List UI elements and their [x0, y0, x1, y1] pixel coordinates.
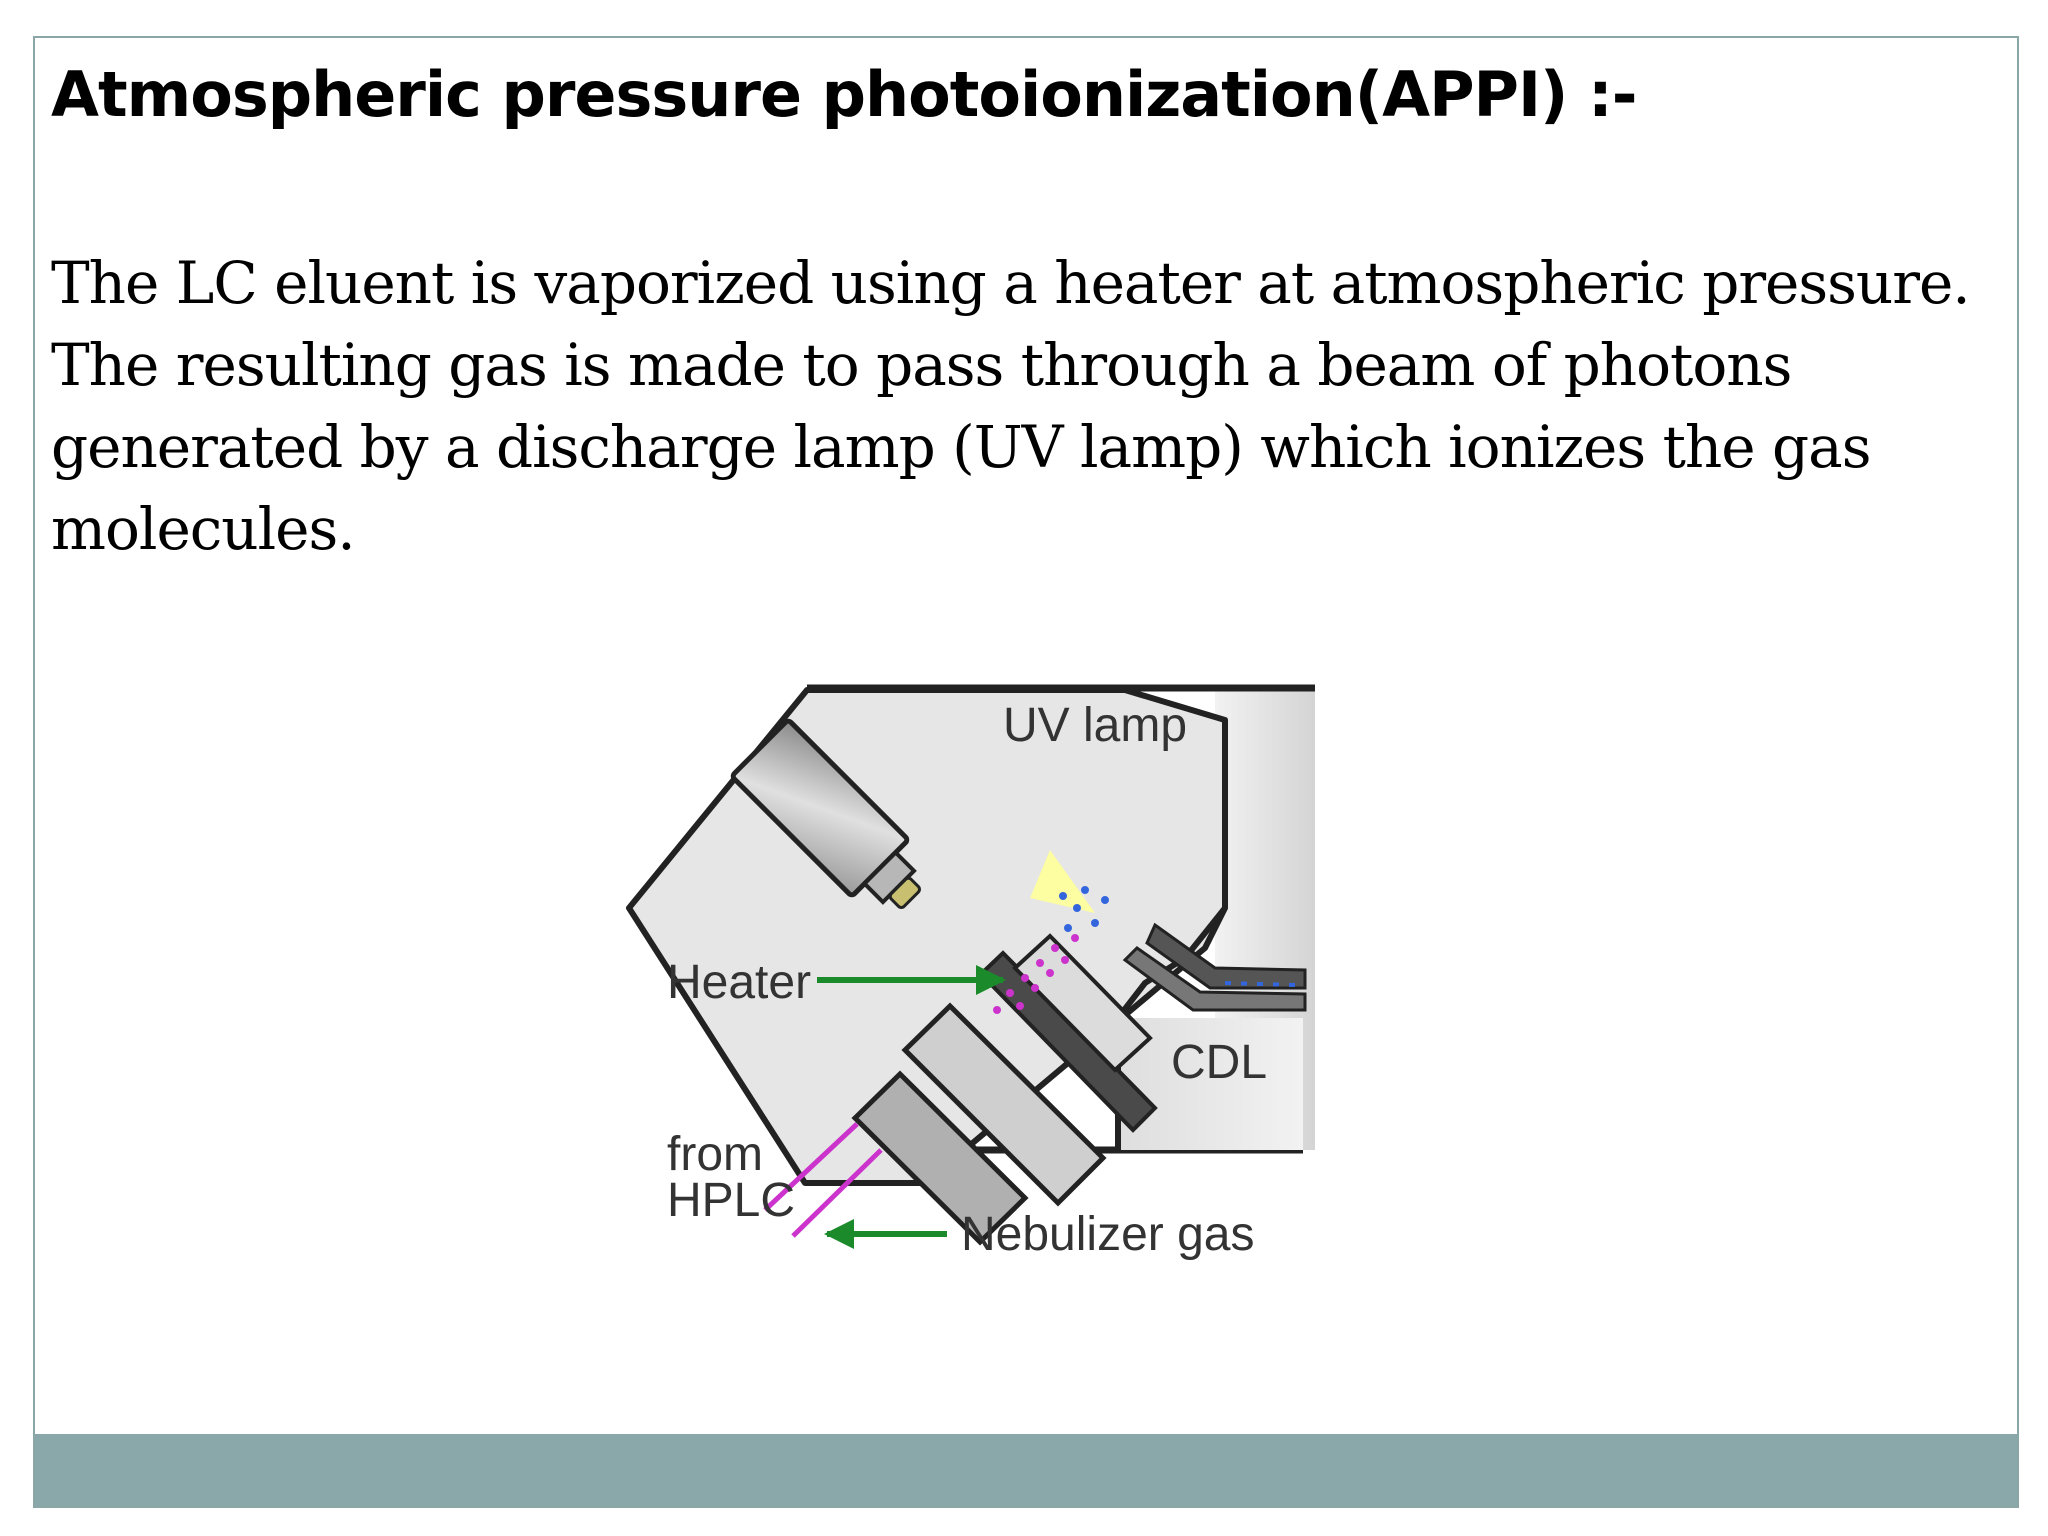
uv-lamp: [730, 718, 921, 909]
slide-body-text: The LC eluent is vaporized using a heate…: [51, 249, 1971, 563]
cdl-capillary: [1145, 922, 1307, 990]
sample-particles: [993, 934, 1079, 1014]
label-from: from: [667, 1128, 763, 1181]
label-uv-lamp: UV lamp: [1003, 699, 1187, 752]
footer-band: [35, 1434, 2017, 1506]
appi-diagram-svg: UV lamp Heater CDL from HPLC Nebulizer g…: [626, 684, 1315, 1261]
slide-frame: Atmospheric pressure photoionization(APP…: [33, 36, 2019, 1508]
label-nebulizer-gas: Nebulizer gas: [961, 1208, 1254, 1261]
label-cdl: CDL: [1171, 1036, 1267, 1089]
ion-dots: [1059, 886, 1109, 932]
heater-probe: [851, 933, 1158, 1246]
label-hplc: HPLC: [667, 1174, 795, 1227]
slide-title: Atmospheric pressure photoionization(APP…: [51, 58, 1637, 131]
uv-beam: [1030, 850, 1095, 913]
hplc-inlet-lines: [763, 1122, 883, 1238]
appi-diagram: UV lamp Heater CDL from HPLC Nebulizer g…: [625, 638, 1385, 1298]
label-heater: Heater: [667, 956, 811, 1009]
cdl-capillary-inner: [1122, 946, 1307, 1012]
